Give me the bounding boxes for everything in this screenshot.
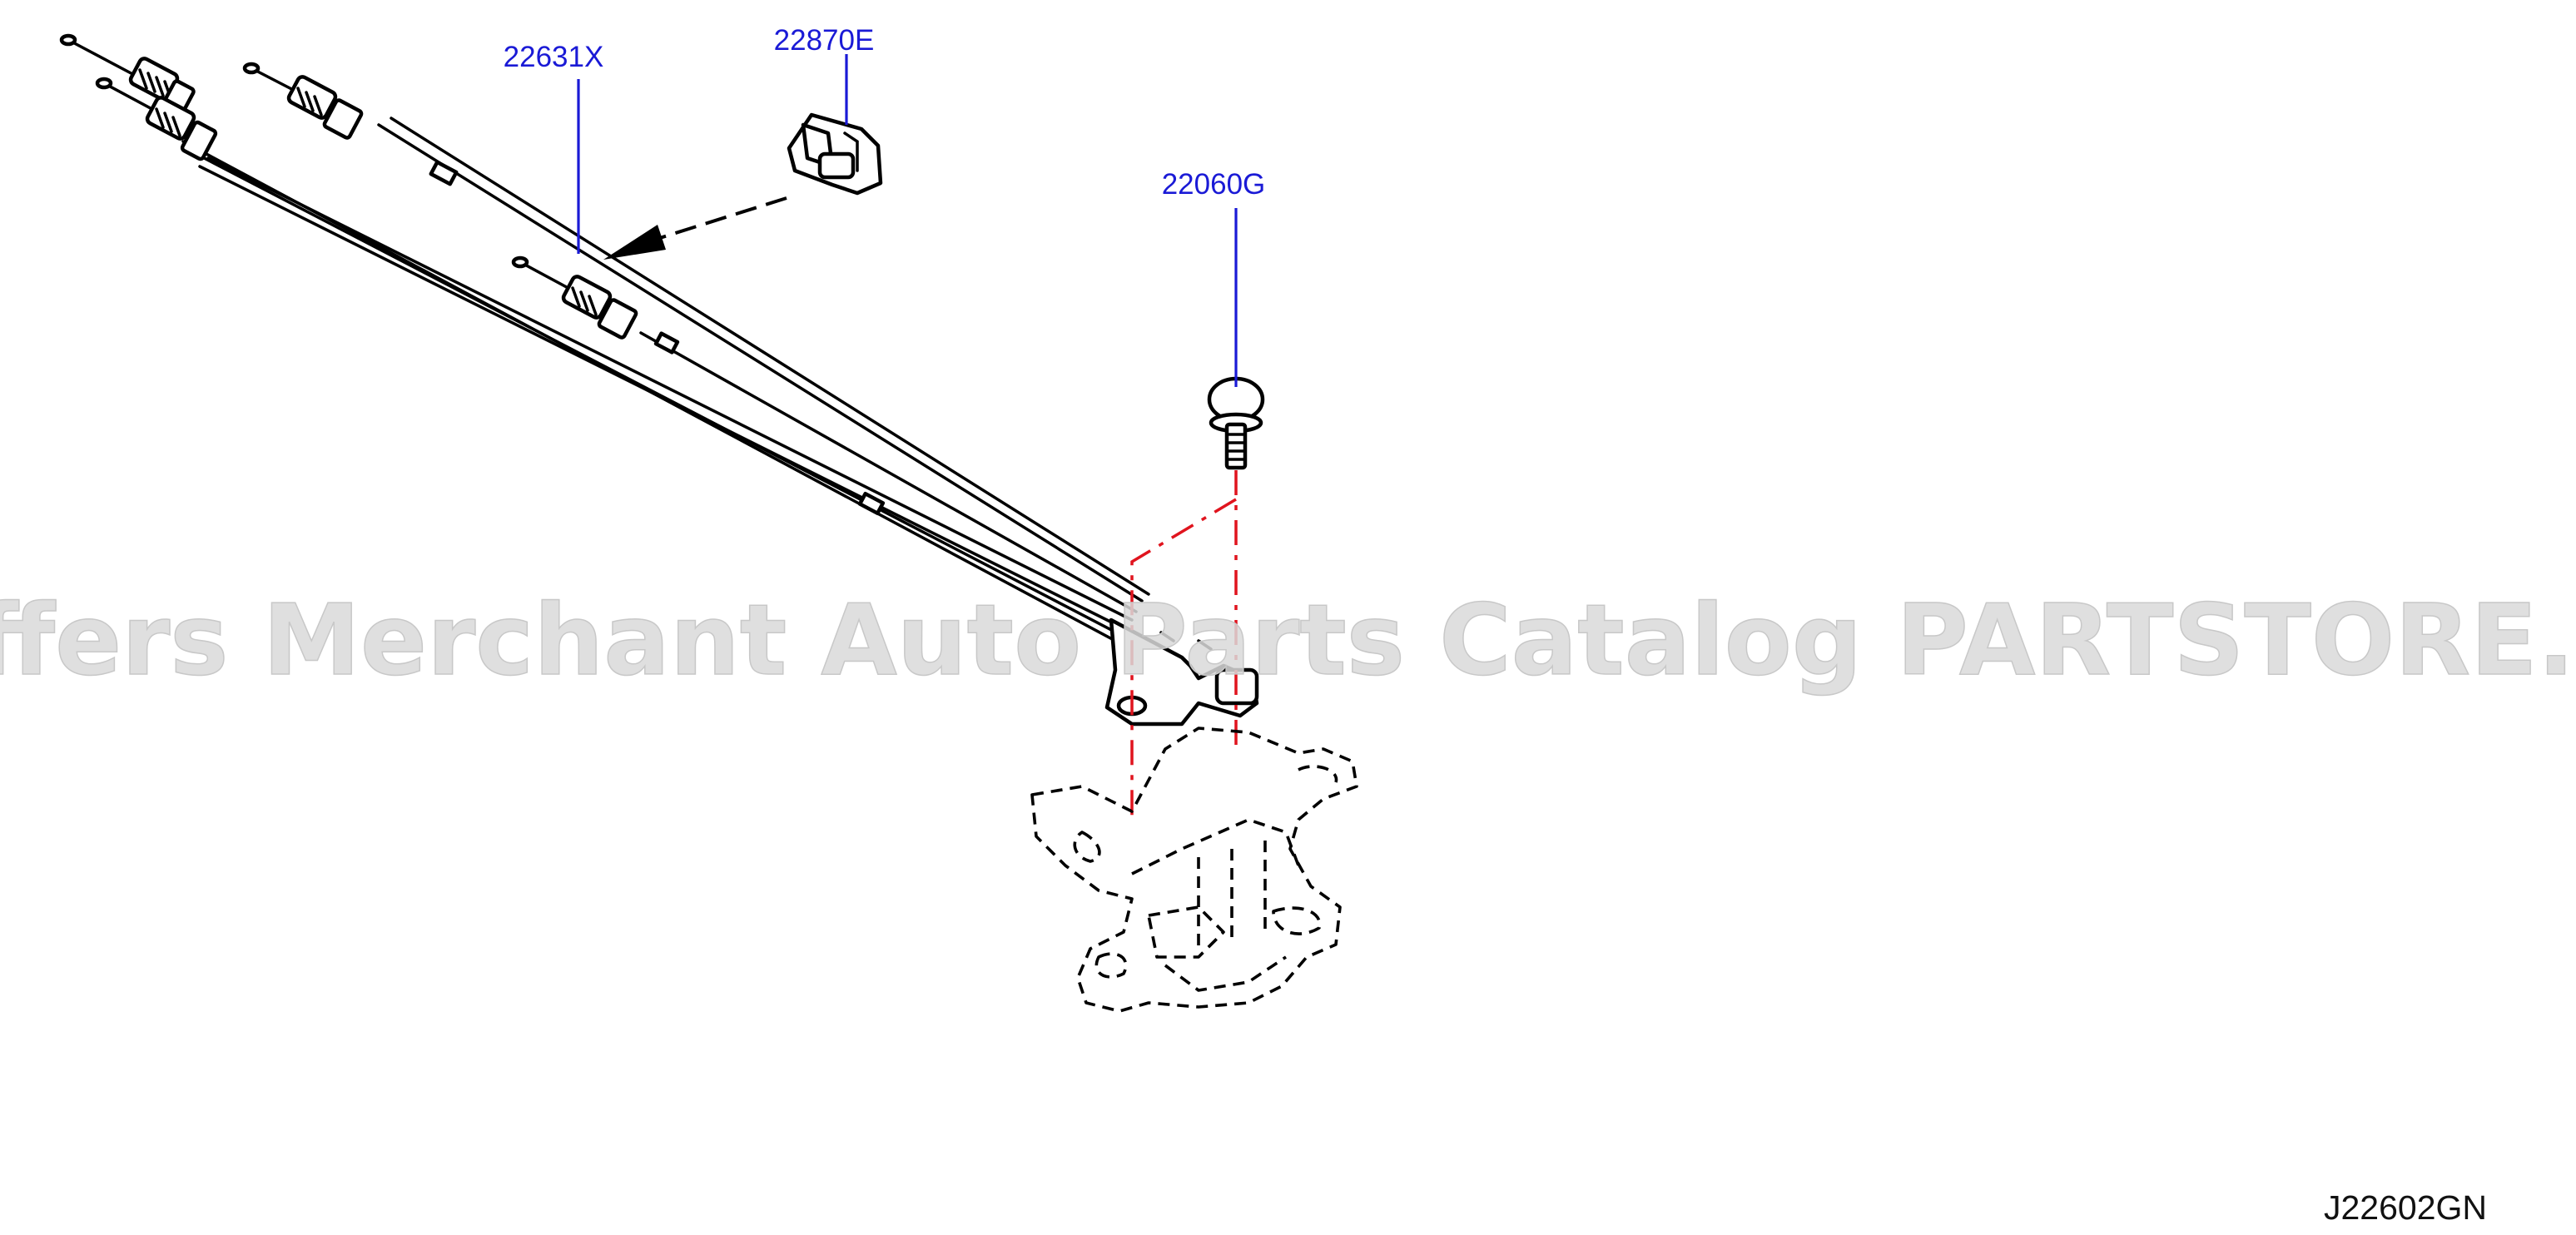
cable-end-b (95, 77, 218, 161)
watermark-text: Offers Merchant Auto Parts Catalog PARTS… (0, 583, 2576, 697)
transmission-housing-phantom (1030, 727, 1358, 1013)
callout-bolt-label: 22060G (1162, 168, 1266, 201)
clip-insertion-arrow (603, 196, 787, 260)
clip-part (787, 112, 883, 196)
bolt-part (1207, 376, 1265, 470)
figure-code: J22602GN (2324, 1188, 2487, 1227)
callout-leaders (577, 54, 1238, 387)
callout-cable-label: 22631X (504, 41, 604, 73)
cable-assembly (59, 33, 1150, 642)
alignment-lines (1130, 470, 1238, 824)
callout-clip-label: 22870E (774, 24, 875, 57)
cable-end-d (511, 255, 680, 355)
cable-end-c (242, 62, 459, 186)
